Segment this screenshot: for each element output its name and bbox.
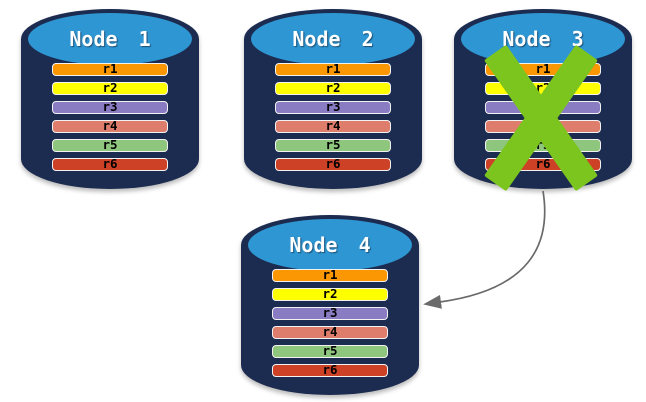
cylinder-top	[251, 13, 415, 65]
replica-bar-r5: r5	[52, 138, 168, 152]
replica-bar-r3: r3	[275, 100, 391, 114]
replica-list: r1 r2 r3 r4 r5 r6	[272, 268, 388, 383]
node-3: Node 3 r1 r2 r3 r4 r5 r6	[453, 6, 633, 192]
node-1: Node 1 r1 r2 r3 r4 r5 r6	[20, 6, 200, 192]
node-4: Node 4 r1 r2 r3 r4 r5 r6	[240, 212, 420, 398]
replica-bar-r6: r6	[52, 157, 168, 171]
replica-list: r1 r2 r3 r4 r5 r6	[275, 62, 391, 177]
node-2: Node 2 r1 r2 r3 r4 r5 r6	[243, 6, 423, 192]
cylinder-top	[28, 13, 192, 65]
replica-bar-r2: r2	[275, 81, 391, 95]
replica-bar-r2: r2	[272, 287, 388, 301]
node-title: Node 4	[289, 233, 371, 257]
replica-bar-r4: r4	[272, 325, 388, 339]
replica-bar-r3: r3	[272, 306, 388, 320]
replica-bar-r2: r2	[52, 81, 168, 95]
x-stroke	[484, 45, 598, 191]
replica-bar-r4: r4	[52, 119, 168, 133]
cylinder-top	[248, 219, 412, 271]
node-title: Node 3	[502, 27, 584, 51]
replica-bar-r1: r1	[52, 62, 168, 76]
replica-bar-r1: r1	[275, 62, 391, 76]
node-title: Node 2	[292, 27, 374, 51]
replica-bar-r4: r4	[275, 119, 391, 133]
arrow-curve	[423, 190, 546, 309]
failure-x-icon	[484, 45, 598, 191]
replica-list: r1 r2 r3 r4 r5 r6	[52, 62, 168, 177]
node-title: Node 1	[69, 27, 151, 51]
replica-bar-r5: r5	[275, 138, 391, 152]
replica-bar-r6: r6	[275, 157, 391, 171]
replica-bar-r1: r1	[272, 268, 388, 282]
replica-bar-r5: r5	[272, 344, 388, 358]
replica-bar-r3: r3	[52, 100, 168, 114]
replica-bar-r6: r6	[272, 363, 388, 377]
